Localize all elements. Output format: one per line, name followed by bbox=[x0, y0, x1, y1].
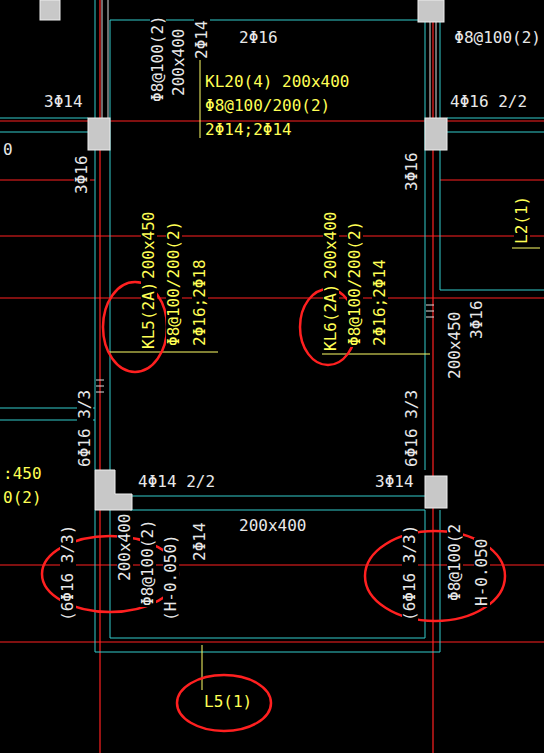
rebar-annotation: 2Φ14 bbox=[192, 521, 208, 562]
beam-annotation: L5(1) bbox=[203, 694, 253, 710]
rebar-annotation: (6Φ16 3/3) bbox=[402, 524, 418, 622]
beam-annotation: 2Φ14;2Φ14 bbox=[204, 122, 293, 138]
beam-annotation: :450 bbox=[2, 466, 43, 482]
beam-annotation: L2(1) bbox=[514, 195, 530, 245]
rebar-annotation: 200x400 bbox=[117, 513, 133, 582]
rebar-annotation: 6Φ16 3/3 bbox=[77, 389, 93, 468]
rebar-annotation: 4Φ14 2/2 bbox=[137, 474, 216, 490]
rebar-annotation: Φ8@100(2) bbox=[150, 14, 166, 103]
beam-annotation: 200x450 bbox=[141, 211, 157, 280]
rebar-annotation: (6Φ16 3/3) bbox=[60, 524, 76, 622]
rebar-annotation: 3Φ16 bbox=[469, 299, 485, 340]
rebar-annotation: (H-0.050) bbox=[163, 533, 179, 622]
rebar-annotation: 3Φ16 bbox=[404, 151, 420, 192]
beam-annotation: KL20(4) 200x400 bbox=[204, 74, 351, 90]
beam-annotation: Φ8@100/200(2) bbox=[347, 220, 363, 347]
rebar-annotation: 3Φ14 bbox=[43, 94, 84, 110]
rebar-annotation: 3Φ16 bbox=[74, 154, 90, 195]
rebar-annotation: 200x400 bbox=[238, 518, 307, 534]
rebar-annotation: 0 bbox=[2, 142, 14, 158]
rebar-annotation: Φ8@100(2 bbox=[447, 523, 463, 602]
beam-annotation: Φ8@100/200(2) bbox=[204, 98, 331, 114]
beam-annotation: Φ8@100/200(2) bbox=[166, 220, 182, 347]
rebar-annotation: 3Φ14 bbox=[374, 474, 415, 490]
rebar-annotation: 2Φ14 bbox=[194, 19, 210, 60]
beam-annotation: KL5(2A) bbox=[141, 281, 157, 350]
beam-annotation: 2Φ16;2Φ18 bbox=[192, 258, 208, 347]
rebar-annotation: 6Φ16 3/3 bbox=[404, 389, 420, 468]
rebar-annotation: 2Φ16 bbox=[238, 30, 279, 46]
beam-annotation: 200x400 bbox=[323, 211, 339, 280]
rebar-annotation: Φ8@100(2) bbox=[453, 30, 542, 46]
beam-annotation: 0(2) bbox=[2, 490, 43, 506]
beam-annotation: KL6(2A) bbox=[323, 283, 339, 352]
rebar-annotation: 4Φ16 2/2 bbox=[449, 94, 528, 110]
rebar-annotation: Φ8@100(2) bbox=[140, 518, 156, 607]
beam-annotation: 2Φ16;2Φ14 bbox=[372, 258, 388, 347]
rebar-annotation: 200x400 bbox=[171, 28, 187, 97]
rebar-annotation: H-0.050 bbox=[474, 538, 490, 607]
rebar-annotation: 200x450 bbox=[447, 311, 463, 380]
